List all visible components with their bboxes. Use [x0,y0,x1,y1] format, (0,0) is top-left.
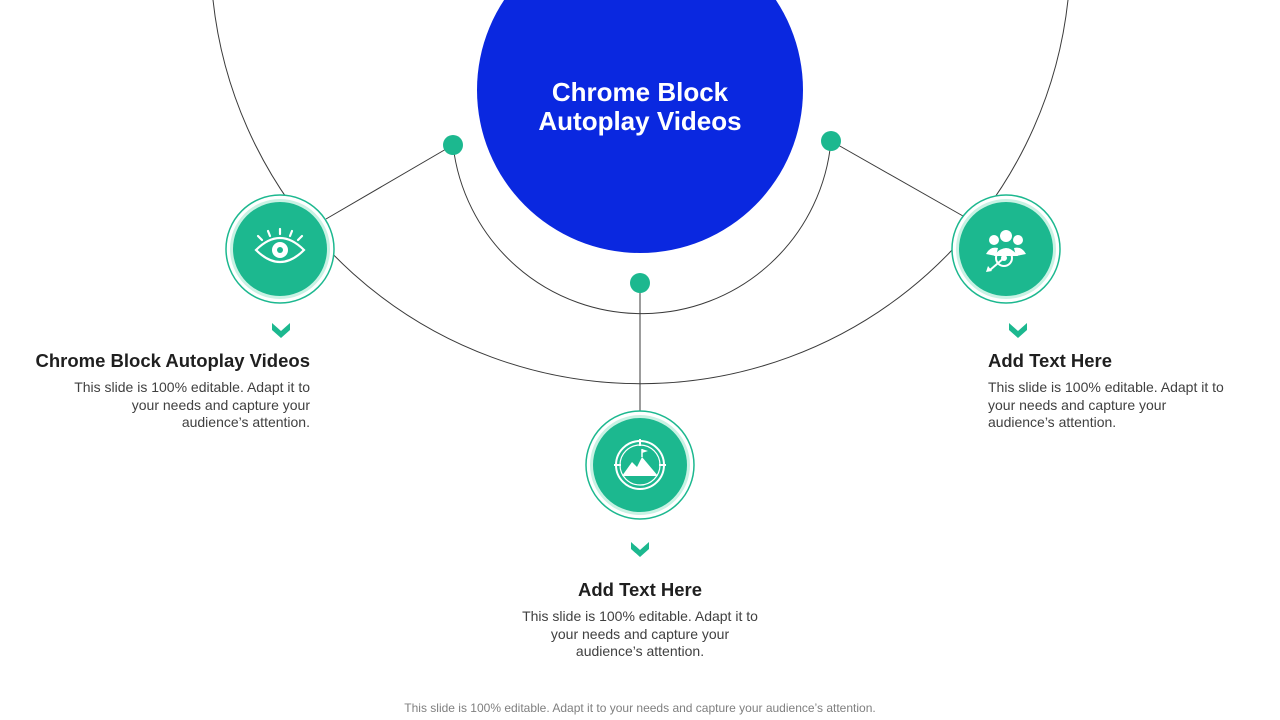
center-title-line1: Chrome Block [551,77,729,107]
junction-dot-middle [630,273,650,293]
item-title-middle: Add Text Here [577,579,703,600]
chevron-down-icon [272,323,290,338]
inner-arc [452,140,832,315]
junction-dot-left [443,135,463,155]
item-description-left: This slide is 100% editable. Adapt it to… [74,379,310,430]
node-middle [585,410,695,520]
connector-right [830,140,964,217]
center-title: Chrome Block Autoplay Videos [480,78,800,136]
center-title-line2: Autoplay Videos [538,106,742,136]
chevron-down-icon [1009,323,1027,338]
item-description-middle: This slide is 100% editable. Adapt it to… [522,608,758,659]
item-description-right: This slide is 100% editable. Adapt it to… [988,379,1224,430]
eye-icon [254,227,306,264]
item-title-left: Chrome Block Autoplay Videos [35,350,310,371]
team-target-icon [986,230,1026,272]
center-circle [477,0,803,253]
item-title-right: Add Text Here [988,350,1113,371]
mountain-target-icon [614,439,666,490]
chevron-down-icon [631,542,649,557]
node-right [951,194,1061,304]
connector-left [325,144,454,220]
junction-dot-right [821,131,841,151]
footer-note: This slide is 100% editable. Adapt it to… [404,701,876,715]
node-left [225,194,335,304]
